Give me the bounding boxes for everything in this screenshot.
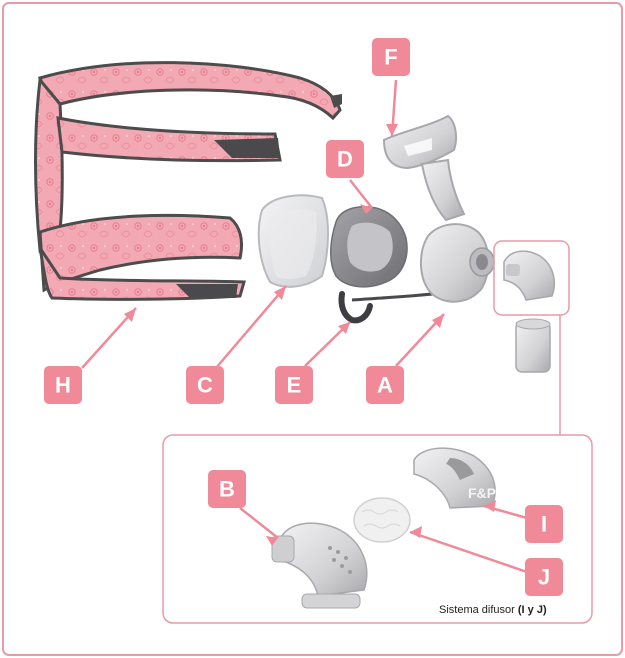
label-e: E xyxy=(275,366,313,404)
swivel-connector-icon xyxy=(516,319,550,372)
cushion-icon xyxy=(331,207,407,287)
label-f: F xyxy=(372,38,410,76)
label-c-text: C xyxy=(197,373,213,398)
label-f-text: F xyxy=(384,45,397,70)
label-h: H xyxy=(44,366,82,404)
cushion-clip-icon xyxy=(259,195,328,286)
label-h-text: H xyxy=(55,373,71,398)
label-i: I xyxy=(525,505,563,543)
label-i-text: I xyxy=(541,512,547,537)
label-d-text: D xyxy=(337,147,353,172)
diffuser-caption: Sistema difusor (I y J) xyxy=(439,604,547,616)
label-b: B xyxy=(208,470,246,508)
label-d: D xyxy=(326,140,364,178)
emboss-text: F&P xyxy=(468,485,496,501)
label-j-text: J xyxy=(538,565,550,590)
diffuser-caption-text: Sistema difusor xyxy=(439,604,518,616)
label-b-text: B xyxy=(219,477,235,502)
label-j: J xyxy=(525,558,563,596)
label-a: A xyxy=(366,366,404,404)
label-c: C xyxy=(186,366,224,404)
label-e-text: E xyxy=(287,373,302,398)
diffuser-caption-bold: (I y J) xyxy=(518,604,547,616)
label-a-text: A xyxy=(377,373,393,398)
diffuser-filter-icon xyxy=(354,498,410,542)
